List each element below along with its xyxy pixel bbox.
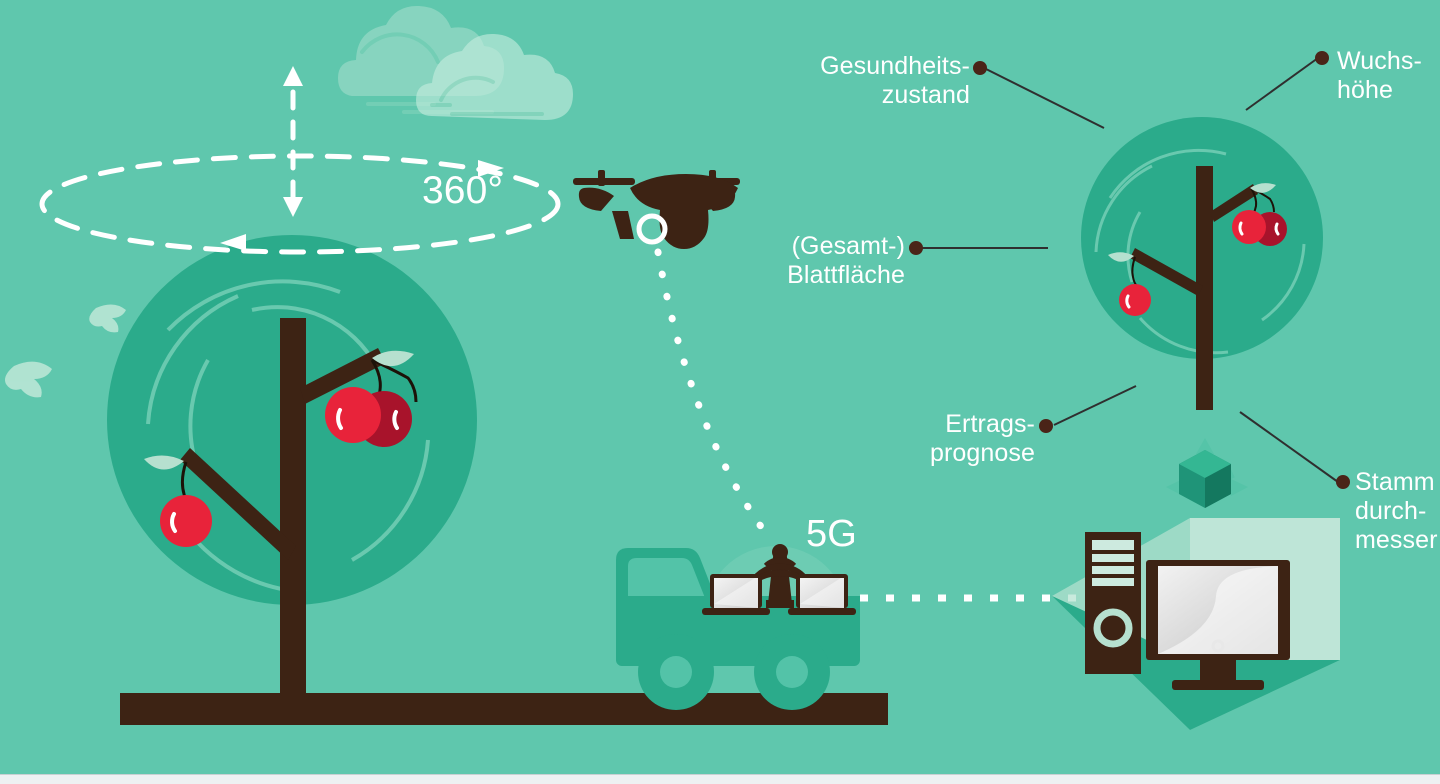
tree-branch bbox=[1210, 184, 1258, 222]
laptop-icon bbox=[788, 574, 856, 615]
trunk-connector bbox=[1239, 411, 1339, 483]
orbit-arrow-icon bbox=[220, 234, 246, 251]
cherry-cluster bbox=[325, 350, 418, 447]
label-stammdurchmesser: Stamm durch- messer bbox=[1355, 468, 1438, 554]
dot-marker bbox=[1039, 419, 1053, 433]
tree-branch bbox=[1130, 248, 1203, 296]
dot-marker bbox=[909, 241, 923, 255]
cherry-tree-small bbox=[1081, 117, 1323, 410]
health-connector bbox=[985, 68, 1105, 129]
leaf-icon bbox=[144, 455, 184, 470]
label-5g: 5G bbox=[806, 513, 857, 555]
truck-icon bbox=[616, 548, 860, 710]
yield-connector bbox=[1053, 385, 1137, 426]
label-gesamt-blattflaeche: (Gesamt-) Blattfläche bbox=[787, 232, 905, 289]
dotted-data-link-drone bbox=[654, 248, 766, 532]
label-wuchshoehe: Wuchs- höhe bbox=[1337, 47, 1422, 104]
connector-lines bbox=[922, 57, 1339, 483]
tree-trunk bbox=[280, 318, 306, 708]
leaf-icon bbox=[372, 350, 414, 367]
laptop-icon bbox=[702, 574, 770, 615]
cherry-cluster bbox=[1232, 183, 1287, 246]
connector-dots bbox=[909, 51, 1350, 489]
monitor-icon bbox=[1146, 560, 1290, 690]
label-gesundheitszustand: Gesundheits- zustand bbox=[820, 52, 970, 109]
label-360-degree: 360° bbox=[422, 169, 504, 212]
dot-marker bbox=[973, 61, 987, 75]
height-arrow-heads bbox=[283, 66, 303, 217]
3d-cube-axes-icon bbox=[1166, 438, 1248, 508]
cherry-single bbox=[144, 455, 212, 547]
bottom-strip bbox=[0, 774, 1440, 784]
tree-trunk bbox=[1196, 166, 1213, 410]
360-orbit-dashed-ellipse bbox=[39, 153, 561, 255]
dot-marker bbox=[1315, 51, 1329, 65]
tree-branch bbox=[300, 348, 386, 404]
cherry-single bbox=[1108, 252, 1151, 316]
server-tower-icon bbox=[1085, 532, 1141, 674]
leaf-icon bbox=[1108, 252, 1134, 262]
dot-marker bbox=[1336, 475, 1350, 489]
birds-icon bbox=[5, 304, 126, 398]
tree-branch bbox=[180, 448, 296, 560]
drone-icon bbox=[573, 170, 740, 249]
label-ertragsprognose: Ertrags- prognose bbox=[929, 410, 1035, 467]
orbit-arrow-icon bbox=[478, 160, 504, 177]
leaf-icon bbox=[1250, 183, 1276, 193]
clouds-icon bbox=[338, 5, 573, 120]
cherry-tree-large bbox=[107, 235, 477, 708]
growth-connector bbox=[1245, 57, 1319, 111]
ground-bar bbox=[120, 693, 888, 725]
